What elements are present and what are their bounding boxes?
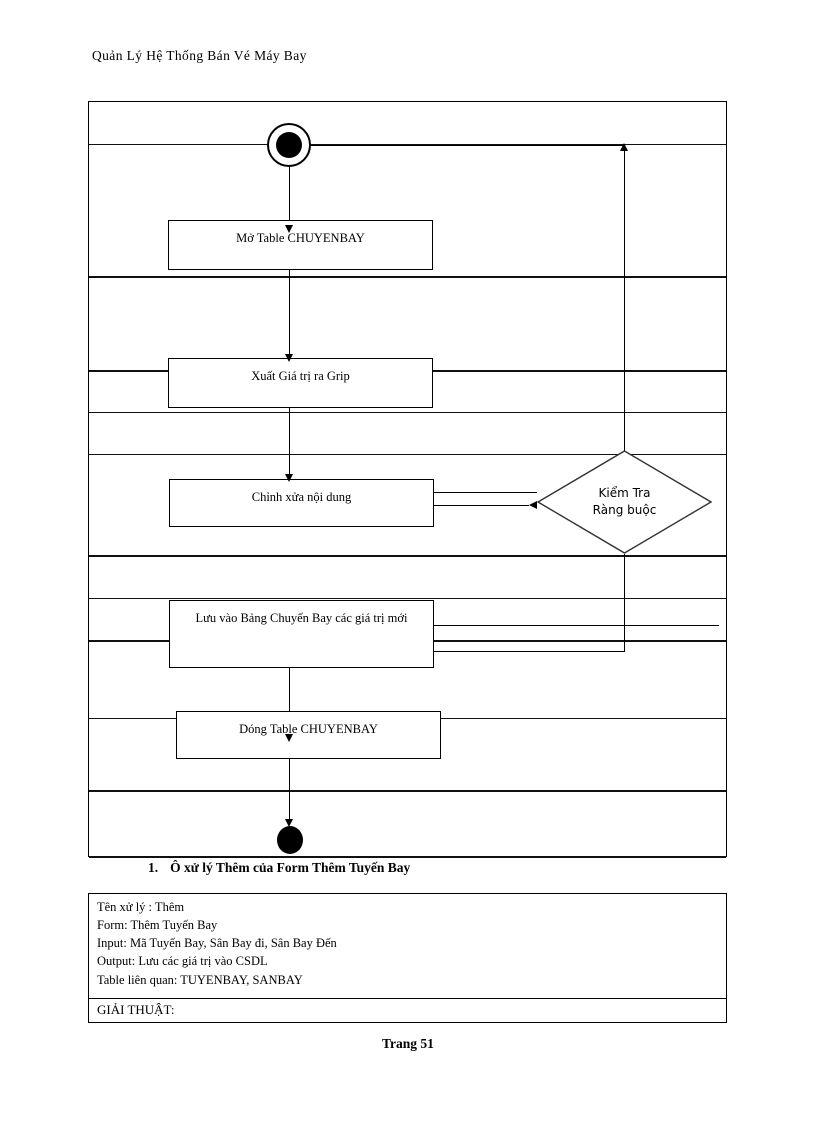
start-node: [267, 123, 311, 167]
decision-diamond-shape: [537, 450, 712, 554]
connector-output-grid-to-edit-content: [289, 408, 290, 478]
arrow-output-grid-to-edit-content: [285, 474, 293, 482]
arrow-open-table-to-output-grid: [285, 354, 293, 362]
info-line-tables: Table liên quan: TUYENBAY, SANBAY: [97, 972, 303, 987]
return-rail-horizontal: [311, 145, 625, 146]
activity-save-values-label: Lưu vào Bảng Chuyến Bay các giá trị mới: [195, 611, 408, 625]
figure-caption: 1. Ô xử lý Thêm của Form Thêm Tuyến Bay: [148, 860, 410, 876]
return-rail-vertical: [624, 145, 625, 478]
row-rule-5: [89, 454, 726, 455]
process-details-cell: Tên xử lý : Thêm Form: Thêm Tuyến Bay In…: [88, 893, 727, 999]
arrow-start-to-open-table: [285, 225, 293, 233]
info-line-input: Input: Mã Tuyến Bay, Sân Bay đi, Sân Bay…: [97, 936, 337, 951]
activity-edit-content-label: Chỉnh xửa nội dung: [251, 490, 352, 504]
page-footer: Trang 51: [0, 1036, 816, 1052]
arrow-close-table-to-end: [285, 819, 293, 827]
info-line-ten-xu-ly: Tên xử lý : Thêm: [97, 900, 185, 914]
info-line-form: Form: Thêm Tuyến Bay: [97, 918, 218, 933]
connector-save-branch-horizontal: [434, 625, 719, 626]
end-node: [277, 826, 303, 854]
row-rule-7: [89, 598, 726, 599]
activity-open-table[interactable]: Mở Table CHUYENBAY: [168, 220, 433, 270]
row-rule-11: [89, 856, 726, 858]
row-rule-10: [89, 790, 726, 792]
activity-output-grid[interactable]: Xuất Giá trị ra Grip: [168, 358, 433, 408]
connector-open-table-to-output-grid: [289, 270, 290, 358]
activity-close-table[interactable]: Dóng Table CHUYENBAY: [176, 711, 441, 759]
row-rule-2: [89, 276, 726, 278]
activity-open-table-label: Mở Table CHUYENBAY: [236, 231, 365, 245]
activity-close-table-label: Dóng Table CHUYENBAY: [239, 722, 378, 736]
connector-decision-to-save-horizontal: [434, 651, 625, 652]
algorithm-label-cell: GIẢI THUẬT:: [97, 1001, 175, 1017]
table-row-algorithm: GIẢI THUẬT:: [89, 998, 727, 1023]
figure-caption-text: Ô xử lý Thêm của Form Thêm Tuyến Bay: [170, 860, 411, 875]
connector-edit-content-to-decision-upper: [434, 492, 537, 493]
info-line-output: Output: Lưu các giá trị vào CSDL: [97, 954, 268, 969]
connector-close-table-to-end: [289, 759, 290, 823]
activity-diagram-frame: Mở Table CHUYENBAY Xuất Giá trị ra Grip …: [88, 101, 727, 858]
activity-edit-content[interactable]: Chỉnh xửa nội dung: [169, 479, 434, 527]
decision-check-constraint[interactable]: Kiểm Tra Ràng buộc: [537, 450, 712, 554]
connector-save-to-close-table: [289, 668, 290, 738]
table-row-details: Tên xử lý : Thêm Form: Thêm Tuyến Bay In…: [88, 893, 727, 999]
connector-decision-to-save-vertical: [624, 554, 625, 652]
document-header: Quản Lý Hệ Thống Bán Vé Máy Bay: [92, 48, 307, 63]
arrow-decision-to-edit-content: [529, 501, 537, 509]
return-rail-arrowhead: [620, 143, 628, 151]
arrow-save-to-close-table: [285, 734, 293, 742]
connector-start-to-open-table: [289, 167, 290, 227]
connector-edit-content-to-decision-lower: [434, 505, 529, 506]
page-footer-label: Trang 51: [382, 1036, 434, 1051]
activity-save-values[interactable]: Lưu vào Bảng Chuyến Bay các giá trị mới: [169, 600, 434, 668]
process-info-table: Tên xử lý : Thêm Form: Thêm Tuyến Bay In…: [88, 893, 727, 1024]
row-rule-4: [89, 412, 726, 413]
row-rule-1: [89, 144, 726, 145]
figure-caption-number: 1.: [148, 860, 159, 875]
activity-output-grid-label: Xuất Giá trị ra Grip: [251, 369, 350, 383]
row-rule-6: [89, 555, 726, 557]
